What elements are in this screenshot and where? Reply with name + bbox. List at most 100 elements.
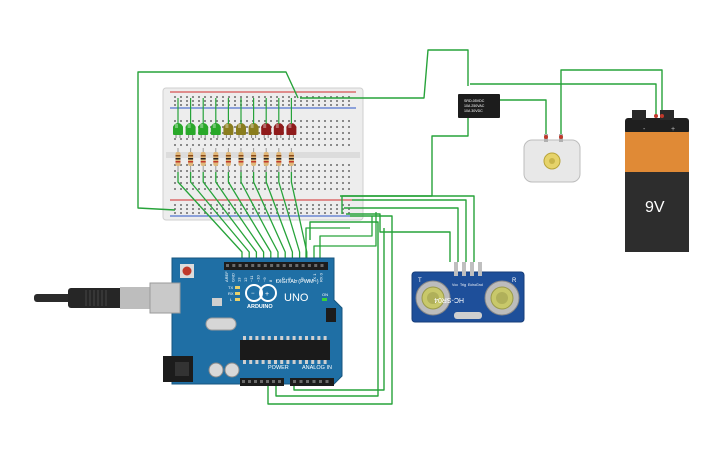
digital-pin-label: ~3 <box>300 277 305 282</box>
resistor[interactable] <box>213 148 219 172</box>
relay-module[interactable]: SRD-05VDC 10A 250VAC 10A 30VDC <box>458 94 500 118</box>
led[interactable] <box>185 98 196 138</box>
digital-pin-label: AREF <box>224 271 229 282</box>
resistor[interactable] <box>188 148 194 172</box>
sensor-side-left: T <box>418 278 422 284</box>
wire-left-loop <box>137 71 299 211</box>
led[interactable] <box>173 98 183 138</box>
wire-analog <box>293 228 385 391</box>
arduino-brand: ARDUINO <box>247 304 273 310</box>
digital-pin-label: 13 <box>237 277 242 282</box>
led[interactable] <box>236 98 246 138</box>
battery-minus-label: - <box>643 126 646 133</box>
digital-pin-label: ~6 <box>281 277 286 282</box>
sensor-pin-labels: Vcc Trig Echo Gnd <box>452 283 483 287</box>
ultrasonic-sensor[interactable]: Vcc Trig Echo Gnd T R HC-SR04 <box>411 262 525 323</box>
svg-text:L: L <box>230 297 233 302</box>
wire-sensor-gnd <box>340 195 475 262</box>
digital-pin-label: GND <box>230 273 235 282</box>
battery-terminal-plus[interactable] <box>660 110 674 120</box>
digital-header-label: DIGITAL (PWM~) <box>276 279 319 285</box>
digital-pin-label: 8 <box>268 279 273 282</box>
analog-label: ANALOG IN <box>302 365 332 371</box>
led[interactable] <box>210 98 221 138</box>
led[interactable] <box>198 98 209 138</box>
svg-text:Trig: Trig <box>460 283 466 287</box>
transmitter-transducer <box>415 280 451 316</box>
svg-text:TX: TX <box>228 285 233 290</box>
resistor[interactable] <box>200 148 206 172</box>
resistor-row <box>175 148 294 172</box>
dc-motor[interactable] <box>523 134 581 183</box>
led[interactable] <box>286 98 297 138</box>
bottom-pin-holes <box>242 380 329 383</box>
led-row <box>173 98 297 138</box>
battery-terminal-minus[interactable] <box>632 110 646 120</box>
svg-text:ON: ON <box>322 292 328 297</box>
sensor-side-right: R <box>512 278 517 284</box>
wire-motor-to-battery <box>560 69 663 138</box>
battery-9v[interactable]: 9V - + <box>625 110 689 252</box>
resistor[interactable] <box>251 148 257 172</box>
icsp-header <box>326 308 336 322</box>
digital-wire[interactable] <box>305 227 350 265</box>
wire-sensor-vcc <box>344 207 459 262</box>
svg-text:−: − <box>251 291 255 297</box>
svg-text:Gnd: Gnd <box>476 283 483 287</box>
battery-plus-label: + <box>671 126 675 133</box>
led[interactable] <box>223 98 234 138</box>
breadboard[interactable] <box>162 87 364 221</box>
resistor[interactable] <box>263 148 269 172</box>
usb-port[interactable] <box>149 282 181 314</box>
chip-pins <box>243 336 327 364</box>
sensor-pin-header[interactable] <box>454 262 482 276</box>
wire-power-gnd <box>275 221 379 397</box>
battery-label: 9V <box>645 199 665 216</box>
digital-pin-label: ~11 <box>249 275 254 282</box>
digital-pin-label: 7 <box>274 279 279 282</box>
receiver-transducer <box>484 280 520 316</box>
voltage-regulator <box>212 298 222 306</box>
power-label: POWER <box>268 365 289 371</box>
digital-wire[interactable] <box>313 212 377 265</box>
wire-relay-to-motor <box>486 99 547 138</box>
resistor[interactable] <box>276 148 282 172</box>
digital-pin-label: ~5 <box>287 277 292 282</box>
relay-label-3: 10A 30VDC <box>464 109 483 113</box>
arduino-logo: − + ARDUINO <box>245 284 277 310</box>
led[interactable] <box>248 98 259 138</box>
led[interactable] <box>261 98 272 138</box>
wire-power-5v <box>267 215 393 405</box>
wire-relay-down <box>341 118 469 214</box>
digital-pin-label: RX 0 <box>319 272 324 282</box>
analog-header[interactable] <box>290 378 334 386</box>
wire-relay-to-battery <box>470 83 657 116</box>
digital-pin-label: ~9 <box>262 277 267 282</box>
arduino-model: UNO <box>284 292 309 304</box>
svg-text:+: + <box>265 291 269 298</box>
onboard-leds: TX RX L ON <box>228 285 328 302</box>
capacitor <box>208 362 224 378</box>
crystal <box>205 317 237 331</box>
sensor-crystal <box>454 312 482 319</box>
resistor[interactable] <box>225 148 231 172</box>
digital-pin-label: 4 <box>293 279 298 282</box>
reset-button[interactable] <box>180 264 194 278</box>
breadboard-center-channel <box>166 152 360 158</box>
resistor[interactable] <box>238 148 244 172</box>
resistor[interactable] <box>175 148 181 172</box>
digital-pin-label: 2 <box>306 279 311 282</box>
digital-wire[interactable] <box>319 216 373 265</box>
relay-label-2: 10A 250VAC <box>464 104 485 108</box>
usb-cable[interactable] <box>34 287 154 309</box>
svg-text:RX: RX <box>228 291 234 296</box>
wire-sensor-trig <box>352 199 467 262</box>
resistor[interactable] <box>288 148 294 172</box>
digital-header[interactable] <box>224 262 328 270</box>
atmega-chip <box>240 340 330 360</box>
svg-text:Vcc: Vcc <box>452 283 458 287</box>
led[interactable] <box>273 98 284 138</box>
